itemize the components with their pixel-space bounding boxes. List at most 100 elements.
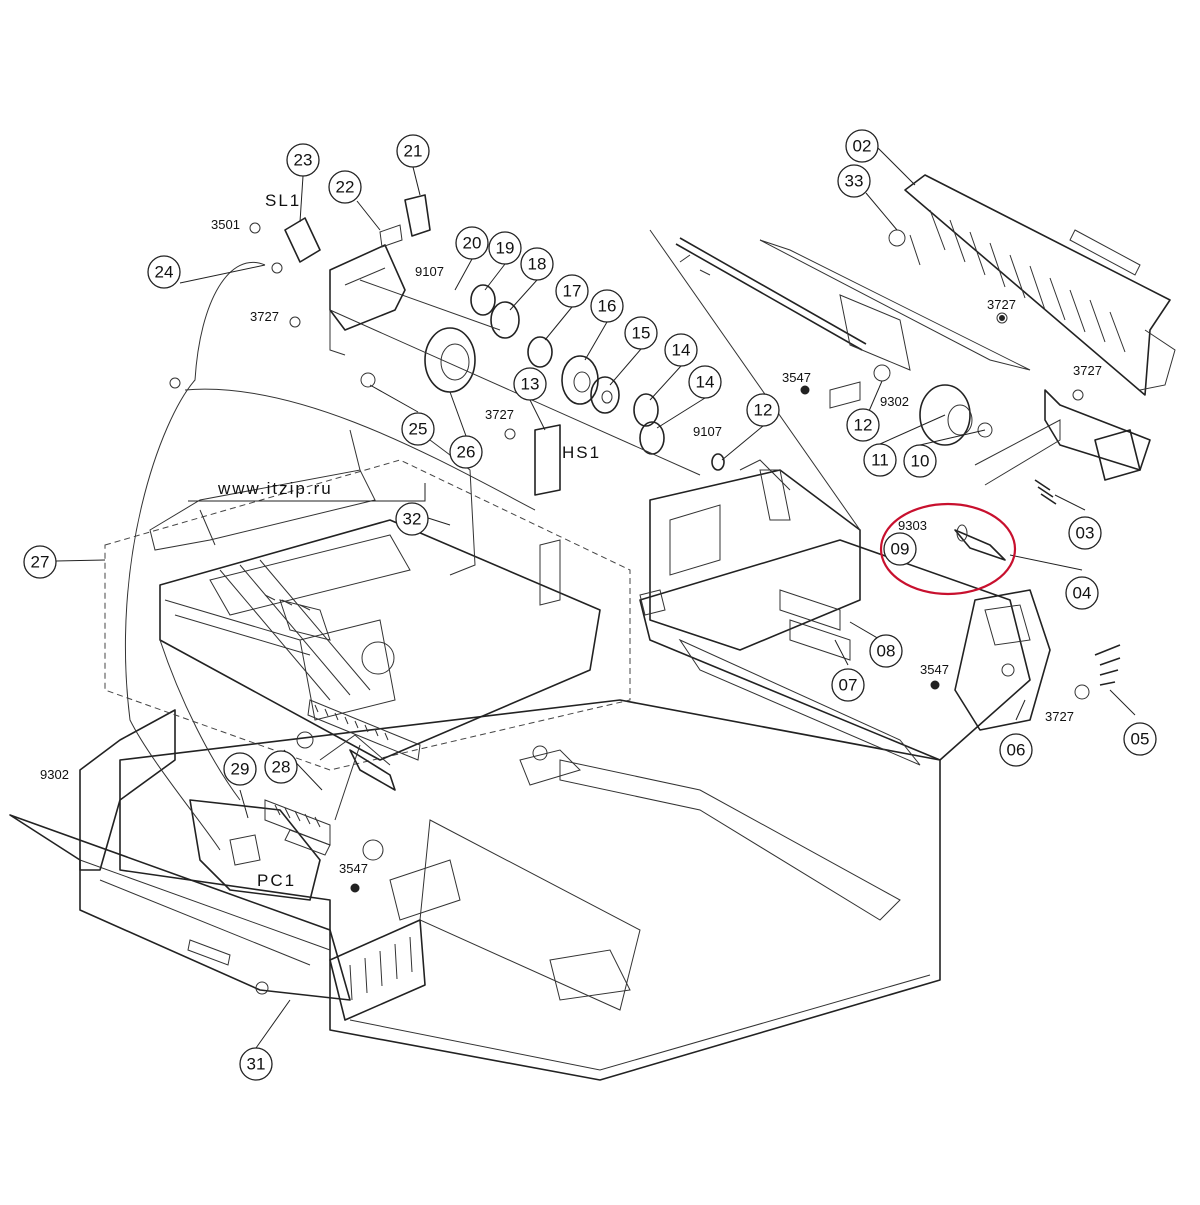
- callout-14-lower: 14: [688, 365, 722, 399]
- svg-text:08: 08: [877, 642, 896, 661]
- svg-text:05: 05: [1131, 730, 1150, 749]
- callout-12-right: 12: [846, 408, 880, 442]
- lever-arm: [319, 734, 396, 821]
- callout-25: 25: [401, 412, 435, 446]
- callout-05: 05: [1123, 722, 1157, 756]
- svg-text:23: 23: [294, 151, 313, 170]
- code-9107-upper: 9107: [415, 264, 444, 279]
- main-frame: [639, 459, 1051, 766]
- code-3727-far-right: 3727: [1073, 363, 1102, 378]
- callout-11: 11: [863, 443, 897, 477]
- callout-20: 20: [455, 226, 489, 260]
- svg-text:02: 02: [853, 137, 872, 156]
- svg-text:33: 33: [845, 172, 864, 191]
- callout-08: 08: [869, 634, 903, 668]
- code-9107-lower: 9107: [693, 424, 722, 439]
- callout-28: 28: [264, 750, 298, 784]
- callout-17: 17: [555, 274, 589, 308]
- svg-text:15: 15: [632, 324, 651, 343]
- callout-29: 29: [223, 752, 257, 786]
- callout-16: 16: [590, 289, 624, 323]
- svg-text:13: 13: [521, 375, 540, 394]
- callout-26: 26: [449, 435, 483, 469]
- callout-22: 22: [328, 170, 362, 204]
- svg-text:27: 27: [31, 553, 50, 572]
- code-9302-left: 9302: [40, 767, 69, 782]
- highlight-ellipse: [879, 502, 1017, 596]
- control-board: [189, 799, 331, 901]
- code-3727-left: 3727: [250, 309, 279, 324]
- callout-32: 32: [395, 502, 429, 536]
- svg-text:26: 26: [457, 443, 476, 462]
- svg-text:20: 20: [463, 234, 482, 253]
- label-sl1: SL1: [265, 191, 301, 210]
- callout-14-upper: 14: [664, 333, 698, 367]
- svg-text:14: 14: [696, 373, 715, 392]
- callout-15: 15: [624, 316, 658, 350]
- callout-33: 33: [837, 164, 871, 198]
- part-codes: 3501 3727 9107 3727 3547 9302 3727 3727 …: [40, 217, 1102, 876]
- svg-text:16: 16: [598, 297, 617, 316]
- code-3727-bottom-right: 3727: [1045, 709, 1074, 724]
- sensor-bracket: [504, 424, 561, 496]
- svg-text:04: 04: [1073, 584, 1092, 603]
- svg-text:10: 10: [911, 452, 930, 471]
- code-3727-upper-right: 3727: [987, 297, 1016, 312]
- callout-06: 06: [999, 733, 1033, 767]
- code-3727-sensor: 3727: [485, 407, 514, 422]
- callout-19: 19: [488, 231, 522, 265]
- svg-text:22: 22: [336, 178, 355, 197]
- svg-text:12: 12: [854, 416, 873, 435]
- callout-12-left: 12: [746, 393, 780, 427]
- code-9302-right: 9302: [880, 394, 909, 409]
- right-bracket: [974, 389, 1151, 486]
- svg-text:32: 32: [403, 510, 422, 529]
- callout-23: 23: [286, 143, 320, 177]
- watermark: www.itzip.ru: [188, 479, 426, 502]
- paper-guide-comb: [888, 174, 1176, 396]
- svg-text:24: 24: [155, 263, 174, 282]
- callout-02: 02: [845, 129, 879, 163]
- callout-09: 09: [883, 532, 917, 566]
- callout-07: 07: [831, 668, 865, 702]
- svg-text:09: 09: [891, 540, 910, 559]
- svg-text:06: 06: [1007, 741, 1026, 760]
- svg-text:29: 29: [231, 760, 250, 779]
- callouts: 02 33 23 21 22 20 19 18 17 16 15 14 14 1…: [23, 129, 1157, 1081]
- callout-04: 04: [1065, 576, 1099, 610]
- leader-lines: [55, 145, 1136, 1049]
- label-hs1: HS1: [562, 443, 601, 462]
- callout-10: 10: [903, 444, 937, 478]
- callout-21: 21: [396, 134, 430, 168]
- gear-train: [329, 279, 725, 476]
- cable-harness: [124, 261, 536, 851]
- svg-text:03: 03: [1076, 524, 1095, 543]
- svg-text:18: 18: [528, 255, 547, 274]
- solenoid-bracket: [249, 194, 431, 388]
- callout-24: 24: [147, 255, 181, 289]
- code-3547-bottom: 3547: [339, 861, 368, 876]
- svg-text:17: 17: [563, 282, 582, 301]
- callout-31: 31: [239, 1047, 273, 1081]
- shaft-assembly: [649, 229, 1031, 531]
- callout-03: 03: [1068, 516, 1102, 550]
- svg-text:31: 31: [247, 1055, 266, 1074]
- svg-text:14: 14: [672, 341, 691, 360]
- label-pc1: PC1: [257, 871, 296, 890]
- svg-text:07: 07: [839, 676, 858, 695]
- svg-text:11: 11: [871, 451, 889, 470]
- code-9303: 9303: [898, 518, 927, 533]
- code-3547-right: 3547: [920, 662, 949, 677]
- code-3501: 3501: [211, 217, 240, 232]
- screws: [350, 315, 1005, 893]
- callout-27: 27: [23, 545, 57, 579]
- svg-text:28: 28: [272, 758, 291, 777]
- watermark-text: www.itzip.ru: [217, 479, 333, 498]
- svg-text:12: 12: [754, 401, 773, 420]
- svg-text:19: 19: [496, 239, 515, 258]
- platen-tray-assembly: [104, 429, 631, 771]
- code-3547-upper: 3547: [782, 370, 811, 385]
- callout-18: 18: [520, 247, 554, 281]
